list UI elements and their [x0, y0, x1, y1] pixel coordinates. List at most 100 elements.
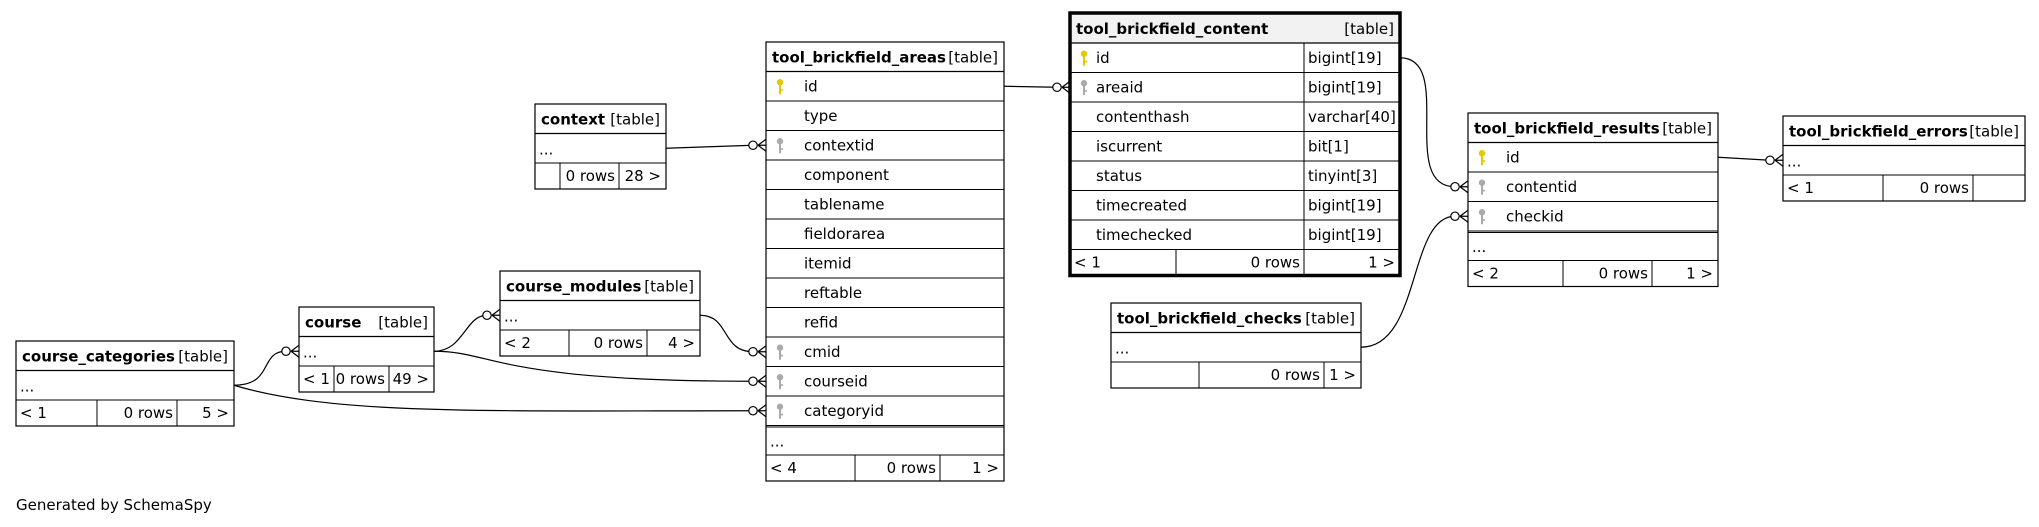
foreign-key-icon — [776, 138, 784, 154]
column-row-refid[interactable]: refid — [804, 313, 838, 331]
column-row-component[interactable]: component — [804, 166, 889, 184]
table-title: course_categories — [22, 348, 175, 366]
column-row-checkid[interactable]: checkid — [1478, 207, 1564, 225]
more-columns-ellipsis: ... — [303, 344, 317, 362]
column-name: areaid — [1096, 78, 1143, 96]
more-columns-ellipsis: ... — [770, 433, 784, 451]
parents-count: < 2 — [504, 334, 531, 352]
more-columns-ellipsis: ... — [1115, 340, 1129, 358]
column-name: checkid — [1506, 207, 1564, 225]
column-name: id — [1506, 148, 1520, 166]
children-count: 28 > — [625, 167, 661, 185]
children-count: 1 > — [972, 459, 999, 477]
column-row-categoryid[interactable]: categoryid — [776, 402, 884, 420]
edge-categories-course — [233, 344, 300, 386]
column-type: bigint[19] — [1308, 49, 1382, 67]
edge-course-modules-areas — [699, 314, 767, 359]
edge-context-areas — [665, 138, 767, 152]
children-count: 5 > — [202, 404, 229, 422]
column-row-id[interactable]: id — [1478, 148, 1520, 166]
column-name: status — [1096, 167, 1142, 185]
row-count: 0 rows — [336, 370, 386, 388]
column-name: contextid — [804, 136, 874, 154]
column-row-courseid[interactable]: courseid — [776, 372, 868, 390]
column-name: id — [1096, 49, 1110, 67]
table-tag: [table] — [378, 314, 428, 332]
row-count: 0 rows — [566, 167, 616, 185]
column-name: iscurrent — [1096, 137, 1162, 155]
table-tag: [table] — [1305, 310, 1355, 328]
edge-course-course-modules — [433, 308, 501, 352]
more-columns-ellipsis: ... — [1472, 238, 1486, 256]
table-tag: [table] — [610, 111, 660, 129]
foreign-key-icon — [1478, 209, 1486, 225]
row-count: 0 rows — [1920, 179, 1970, 197]
row-count: 0 rows — [1271, 366, 1321, 384]
row-count: 0 rows — [124, 404, 174, 422]
table-title: tool_brickfield_checks — [1117, 310, 1302, 328]
column-name: fieldorarea — [804, 225, 885, 243]
column-row-id[interactable]: id bigint[19] — [1080, 49, 1382, 67]
column-row-cmid[interactable]: cmid — [776, 343, 841, 361]
column-name: itemid — [804, 254, 852, 272]
column-row-id[interactable]: id — [776, 77, 818, 95]
primary-key-icon — [1080, 50, 1088, 66]
column-name: categoryid — [804, 402, 884, 420]
column-row-iscurrent[interactable]: iscurrent bit[1] — [1096, 137, 1349, 155]
row-count: 0 rows — [594, 334, 644, 352]
column-row-tablename[interactable]: tablename — [804, 195, 885, 213]
column-type: bit[1] — [1308, 137, 1349, 155]
column-type: bigint[19] — [1308, 78, 1382, 96]
column-name: id — [804, 77, 818, 95]
more-columns-ellipsis: ... — [504, 308, 518, 326]
edge-course-areas — [433, 350, 767, 388]
table-title: tool_brickfield_content — [1076, 20, 1268, 38]
column-name: refid — [804, 313, 838, 331]
table-title: course_modules — [506, 278, 642, 296]
column-row-itemid[interactable]: itemid — [804, 254, 852, 272]
edge-content-results — [1399, 57, 1469, 194]
table-tag: [table] — [178, 348, 228, 366]
table-tool_brickfield_results[interactable]: tool_brickfield_results[table]idcontenti… — [1467, 112, 1719, 288]
column-row-areaid[interactable]: areaid bigint[19] — [1080, 78, 1382, 96]
parents-count: < 4 — [770, 459, 797, 477]
table-title: context — [541, 111, 605, 129]
column-row-type[interactable]: type — [804, 107, 838, 125]
edge-checks-results — [1360, 209, 1469, 348]
column-name: type — [804, 107, 838, 125]
foreign-key-icon — [776, 403, 784, 419]
column-name: tablename — [804, 195, 885, 213]
column-row-reftable[interactable]: reftable — [804, 284, 862, 302]
column-row-contentid[interactable]: contentid — [1478, 178, 1577, 196]
edge-results-errors — [1717, 153, 1784, 167]
primary-key-icon — [776, 79, 784, 95]
table-tool_brickfield_areas[interactable]: tool_brickfield_areas[table]idtypecontex… — [765, 41, 1005, 482]
column-row-fieldorarea[interactable]: fieldorarea — [804, 225, 885, 243]
column-name: contentid — [1506, 178, 1577, 196]
children-count: 1 > — [1368, 254, 1395, 272]
table-title: tool_brickfield_errors — [1789, 123, 1968, 141]
children-count: 4 > — [668, 334, 695, 352]
column-name: cmid — [804, 343, 841, 361]
children-count: 49 > — [393, 370, 429, 388]
table-tag: [table] — [1662, 120, 1712, 138]
parents-count: < 1 — [20, 404, 47, 422]
foreign-key-icon — [1478, 179, 1486, 195]
column-row-contextid[interactable]: contextid — [776, 136, 874, 154]
foreign-key-icon — [776, 344, 784, 360]
foreign-key-icon — [1080, 80, 1088, 96]
table-title: tool_brickfield_areas — [772, 49, 946, 67]
row-count: 0 rows — [1599, 265, 1649, 283]
